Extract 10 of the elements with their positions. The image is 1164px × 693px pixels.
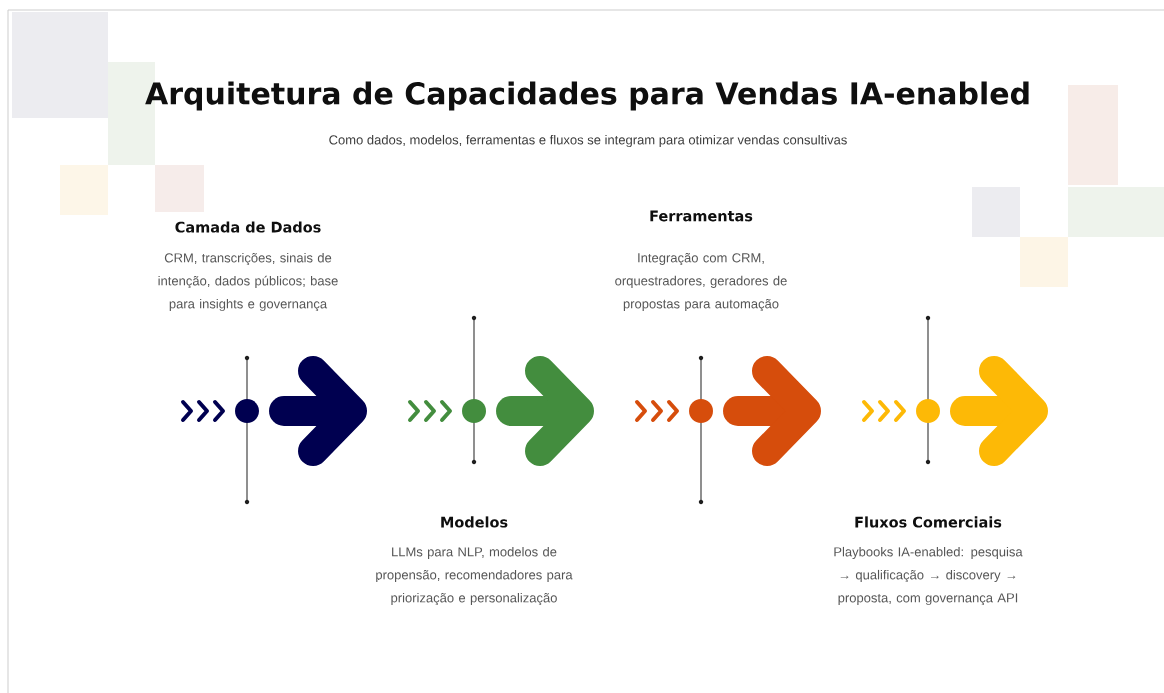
section-heading: Camada de Dados <box>175 221 321 233</box>
section-description: Playbooks IA-enabled: pesquisa → qualificação → discovery → proposta, com governança API <box>834 546 1023 606</box>
section-description: CRM, transcrições, sinais de intenção, dados públicos; base para insights e governança <box>158 252 338 312</box>
subtitle: Como dados, modelos, ferramentas e fluxos se integram para otimizar vendas consultivas <box>329 134 847 148</box>
section-description: Integração com CRM, orquestradores, geradores de propostas para automação <box>615 252 787 312</box>
section-heading: Modelos <box>441 516 508 528</box>
title: Arquitetura de Capacidades para Vendas IA-enabled <box>145 81 1029 111</box>
section-description: LLMs para NLP, modelos de propensão, recomendadores para priorização e personalização <box>376 546 573 606</box>
section-heading: Fluxos Comerciais <box>855 516 1002 528</box>
section-heading: Ferramentas <box>650 210 753 222</box>
